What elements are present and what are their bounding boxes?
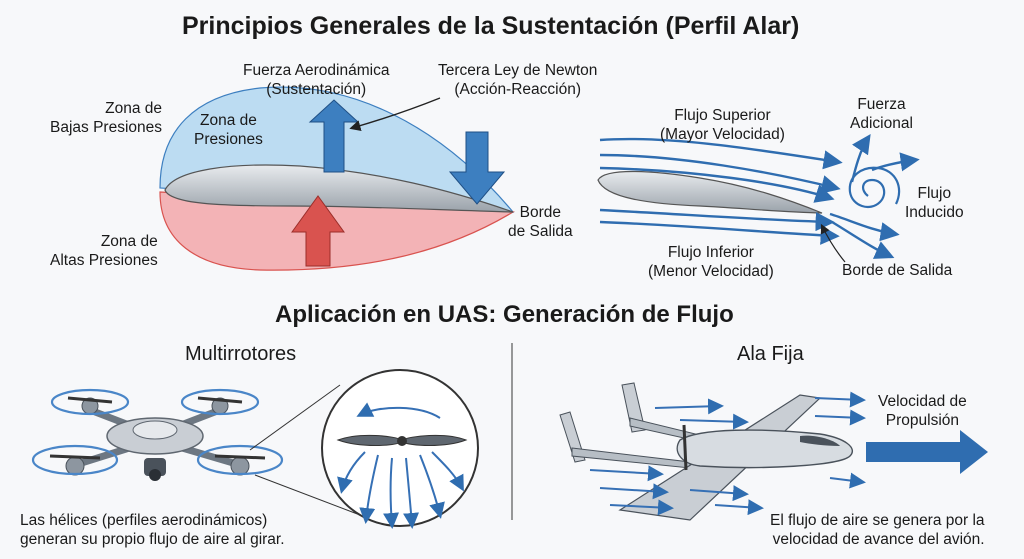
plane-propeller [682, 424, 688, 471]
lower-flow-line-1 [599, 220, 840, 245]
drone-camera [144, 458, 166, 476]
lift-arrow [308, 99, 360, 173]
lower-flow-label: Flujo Inferior (Menor Velocidad) [648, 244, 774, 280]
upper-flow-line-3 [599, 166, 835, 203]
plane-tail-boom [571, 447, 691, 469]
high-pressure-arrow [291, 195, 345, 267]
airfoil-pressure-diagram [159, 86, 515, 271]
induced-flow-arrow-1 [829, 212, 900, 242]
pressure-zone-label: Zona de Presiones [194, 112, 263, 148]
low-pressure-label: Zona de Bajas Presiones [50, 100, 163, 136]
propulsion-label: Velocidad de Propulsión [878, 393, 967, 429]
upper-flow-line-1 [599, 137, 843, 170]
propeller-magnifier [321, 369, 479, 527]
fixed-wing-caption: El flujo de aire se genera por la veloci… [770, 512, 985, 548]
subtitle: Aplicación en UAS: Generación de Flujo [275, 301, 734, 328]
lower-flow-line-2 [599, 208, 835, 232]
multirotor-caption: Las hélices (perfiles aerodinámicos) gen… [20, 512, 285, 548]
multirotor-heading: Multirrotores [185, 343, 297, 365]
induced-flow-label: Flujo Inducido [905, 185, 964, 221]
vortex [848, 166, 901, 209]
newton-pointer [349, 97, 441, 132]
newton-label: Tercera Ley de Newton (Acción-Reacción) [438, 62, 598, 98]
propulsion-arrow [866, 430, 988, 474]
airfoil-shape [164, 164, 514, 213]
plane-fuselage [676, 429, 853, 469]
right-trailing-edge-pointer [820, 223, 846, 263]
induced-flow-arrow-2 [831, 220, 895, 259]
high-pressure-label: Zona de Altas Presiones [50, 233, 158, 269]
reaction-arrow [448, 131, 506, 205]
left-trailing-edge-label: Borde de Salida [508, 204, 573, 240]
fixed-wing-aircraft [559, 382, 988, 521]
airflow-diagram [597, 134, 920, 263]
lift-label: Fuerza Aerodinámica (Sustentación) [243, 62, 390, 98]
fixed-wing-heading: Ala Fija [737, 343, 804, 365]
extra-force-label: Fuerza Adicional [850, 96, 913, 132]
upper-flow-line-2 [599, 153, 841, 194]
right-trailing-edge-label: Borde de Salida [842, 262, 953, 279]
multirotor-drone [31, 369, 479, 529]
main-title: Principios Generales de la Sustentación … [182, 12, 800, 40]
upper-flow-label: Flujo Superior (Mayor Velocidad) [660, 107, 785, 143]
